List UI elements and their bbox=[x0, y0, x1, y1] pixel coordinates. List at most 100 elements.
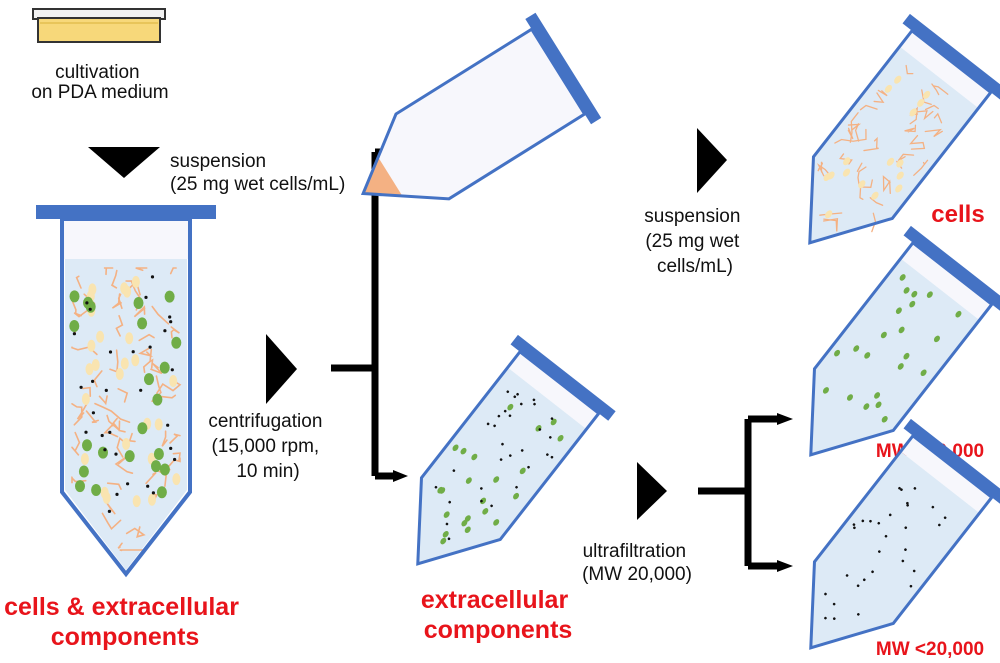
spore bbox=[825, 210, 833, 219]
green-particle bbox=[151, 460, 161, 473]
green-particle bbox=[507, 403, 514, 411]
green-particle bbox=[875, 401, 882, 409]
green-particle bbox=[464, 515, 471, 522]
hypha bbox=[149, 348, 153, 363]
mixture-contents bbox=[69, 267, 182, 552]
green-particle bbox=[480, 497, 487, 505]
mixture-tube bbox=[36, 205, 216, 578]
black-particle bbox=[869, 519, 872, 523]
black-particle bbox=[871, 570, 874, 574]
green-particle bbox=[442, 530, 449, 538]
bracket-1-arrowhead-bottom bbox=[393, 470, 408, 482]
black-particle bbox=[538, 428, 542, 431]
cultivation-label: cultivation on PDA medium bbox=[31, 62, 168, 103]
green-particle bbox=[874, 392, 881, 399]
black-particle bbox=[909, 584, 913, 588]
green-particle bbox=[124, 450, 135, 463]
hypha bbox=[85, 410, 99, 424]
black-particle bbox=[100, 433, 104, 438]
spore bbox=[896, 159, 904, 168]
black-particle bbox=[938, 523, 941, 527]
green-particle bbox=[903, 352, 910, 360]
hypha bbox=[118, 420, 126, 433]
green-particle bbox=[846, 394, 854, 401]
tube-cap bbox=[903, 418, 1000, 505]
black-particle bbox=[445, 522, 449, 526]
hypha bbox=[924, 104, 939, 111]
black-particle bbox=[515, 485, 518, 489]
spore bbox=[823, 173, 831, 182]
low-mw-tube bbox=[809, 418, 1000, 650]
green-particle bbox=[519, 467, 526, 475]
spore bbox=[842, 168, 851, 177]
black-particle bbox=[150, 275, 155, 279]
black-particle bbox=[913, 487, 917, 490]
spore bbox=[154, 418, 163, 431]
green-particle bbox=[933, 335, 940, 343]
green-particle bbox=[443, 511, 450, 518]
pellet bbox=[363, 157, 402, 196]
black-particle bbox=[146, 484, 150, 488]
spore bbox=[172, 473, 181, 486]
black-particle bbox=[516, 393, 519, 396]
green-particle bbox=[152, 393, 163, 406]
tube-liquid bbox=[65, 259, 187, 570]
black-particle bbox=[506, 390, 510, 394]
spore bbox=[896, 171, 904, 180]
black-particle bbox=[139, 388, 143, 392]
green-particle bbox=[557, 434, 564, 442]
bracket-2-arrowhead-bottom bbox=[777, 560, 793, 572]
bracket-2-arrowhead-top bbox=[777, 413, 793, 425]
hypha bbox=[161, 430, 168, 447]
right-arrow-icon-3 bbox=[637, 462, 667, 520]
green-particle bbox=[909, 300, 916, 308]
hypha bbox=[103, 267, 114, 276]
high-mw-contents bbox=[822, 274, 962, 423]
cells-contents bbox=[816, 64, 949, 233]
spore bbox=[91, 359, 100, 371]
black-particle bbox=[884, 534, 888, 538]
green-particle bbox=[82, 439, 92, 452]
hypha bbox=[151, 305, 170, 325]
green-particle bbox=[440, 537, 447, 545]
black-particle bbox=[519, 402, 523, 406]
tube-liquid bbox=[810, 258, 980, 455]
black-particle bbox=[114, 452, 118, 456]
black-particle bbox=[497, 414, 501, 418]
green-particle bbox=[78, 465, 89, 478]
black-particle bbox=[85, 301, 89, 305]
green-particle bbox=[137, 422, 148, 435]
hypha bbox=[135, 267, 148, 272]
black-particle bbox=[931, 505, 935, 509]
hypha bbox=[71, 431, 81, 456]
black-particle bbox=[501, 442, 504, 446]
tube-liquid bbox=[810, 451, 980, 648]
tube-outline bbox=[808, 28, 993, 245]
black-particle bbox=[151, 491, 155, 495]
black-particle bbox=[169, 320, 173, 324]
spore bbox=[909, 108, 917, 117]
hypha bbox=[117, 388, 129, 403]
green-particle bbox=[69, 320, 80, 332]
black-particle bbox=[906, 504, 909, 507]
black-particle bbox=[166, 423, 170, 427]
black-particle bbox=[901, 559, 905, 563]
black-particle bbox=[912, 569, 916, 573]
black-particle bbox=[852, 523, 856, 526]
black-particle bbox=[72, 332, 76, 336]
black-particle bbox=[107, 509, 111, 513]
hypha bbox=[933, 112, 943, 124]
ultrafiltration-label: ultrafiltration (MW 20,000) bbox=[582, 541, 692, 585]
black-particle bbox=[499, 458, 503, 461]
black-particle bbox=[861, 519, 865, 523]
spore bbox=[125, 332, 134, 345]
hypha bbox=[871, 212, 877, 233]
hypha bbox=[138, 347, 154, 358]
green-particle bbox=[880, 331, 887, 339]
black-particle bbox=[115, 492, 119, 496]
hypha bbox=[817, 161, 824, 173]
tube-liquid bbox=[809, 46, 979, 243]
hypha bbox=[857, 166, 867, 187]
green-particle bbox=[897, 363, 904, 370]
green-particle bbox=[493, 476, 500, 483]
